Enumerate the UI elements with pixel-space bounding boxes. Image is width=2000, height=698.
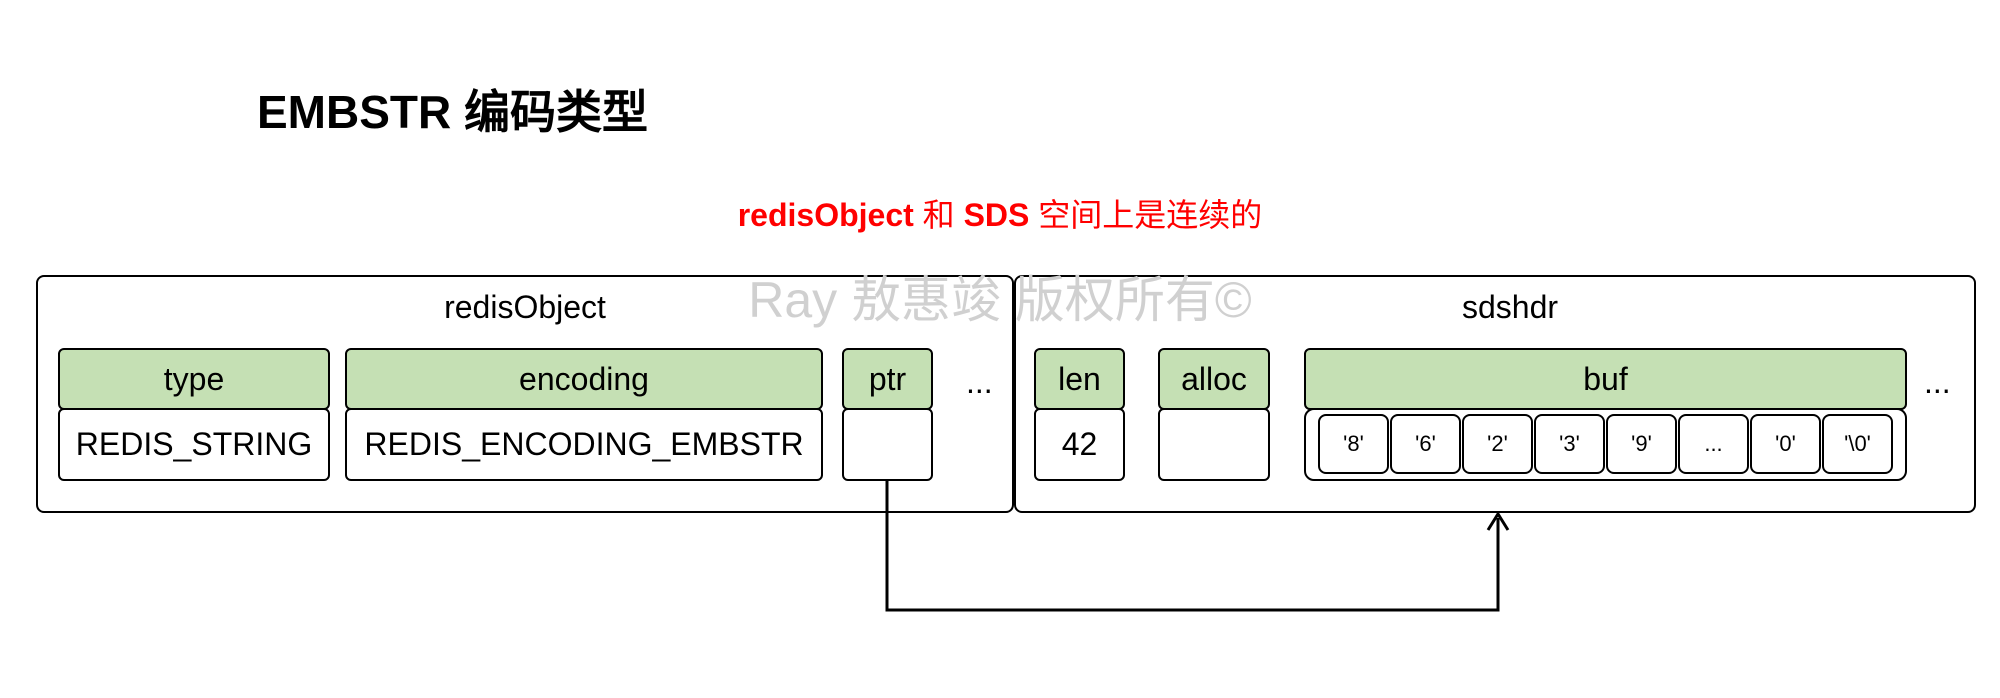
ptr-value [842, 408, 933, 481]
buf-byte: ... [1678, 414, 1749, 474]
buf-byte: '3' [1534, 414, 1605, 474]
arrow-line [885, 481, 1500, 612]
redisobject-container [36, 275, 1014, 513]
buf-byte: '6' [1390, 414, 1461, 474]
buf-byte: '\0' [1822, 414, 1893, 474]
buf-byte: '8' [1318, 414, 1389, 474]
subtitle-and: 和 [913, 197, 964, 233]
buf-byte: '9' [1606, 414, 1677, 474]
buf-byte: '2' [1462, 414, 1533, 474]
len-header: len [1034, 348, 1125, 410]
sdshdr-label: sdshdr [1461, 289, 1559, 325]
buf-byte: '0' [1750, 414, 1821, 474]
alloc-value [1158, 408, 1270, 481]
page-title: EMBSTR 编码类型 [257, 86, 648, 138]
type-value: REDIS_STRING [58, 408, 330, 481]
ptr-header: ptr [842, 348, 933, 410]
subtitle-sds: SDS [963, 197, 1030, 233]
len-value: 42 [1034, 408, 1125, 481]
subtitle-rest: 空间上是连续的 [1029, 197, 1263, 233]
redisobject-label: redisObject [444, 289, 606, 325]
arrow-head [1486, 511, 1510, 531]
encoding-value: REDIS_ENCODING_EMBSTR [345, 408, 823, 481]
diagram-subtitle: redisObject 和 SDS 空间上是连续的 [0, 190, 2000, 240]
sdshdr-ellipsis: ... [1924, 364, 1951, 400]
alloc-header: alloc [1158, 348, 1270, 410]
subtitle-redisobject: redisObject [737, 197, 914, 233]
redisobject-ellipsis: ... [966, 364, 993, 400]
sdshdr-container [1014, 275, 1976, 513]
